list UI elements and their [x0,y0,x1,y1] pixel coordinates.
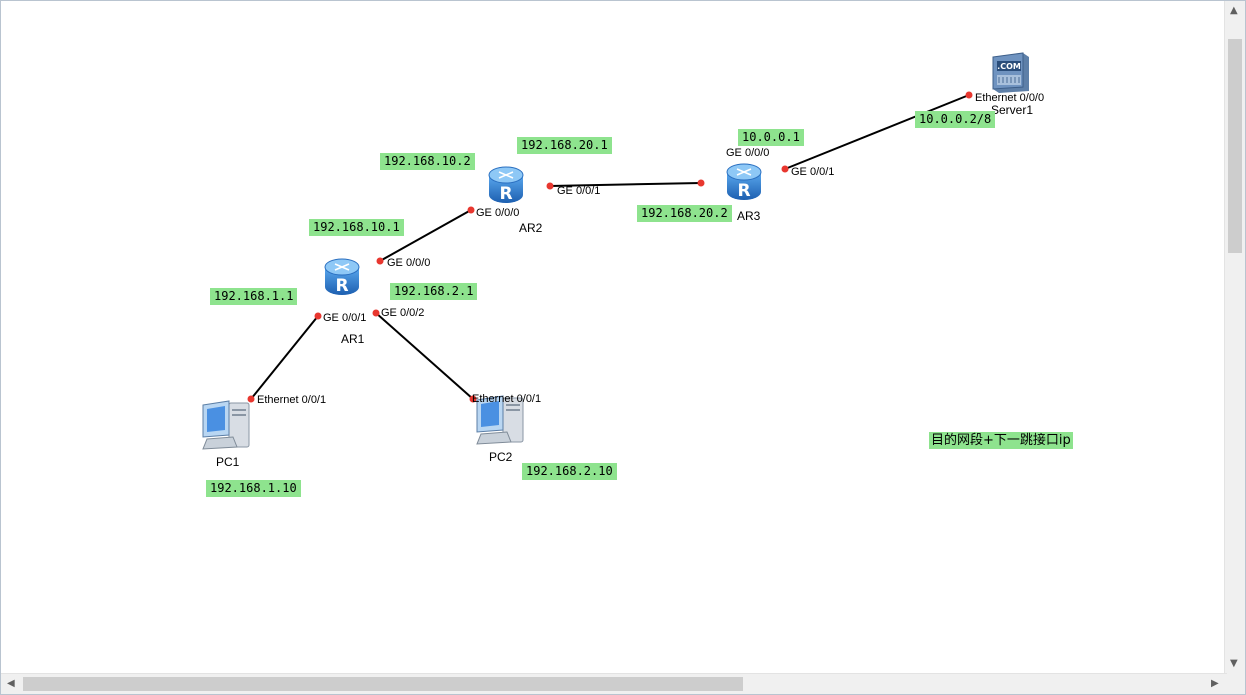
router-icon-ar3[interactable]: R [725,158,763,204]
link-ar1-pc2[interactable] [375,312,474,400]
scroll-up-arrow-icon[interactable]: ▲ [1230,5,1238,16]
scrollbar-corner [1225,674,1245,694]
pc-icon-pc1[interactable] [199,399,255,455]
horizontal-scrollbar[interactable]: ◀ ▶ [1,673,1227,694]
ip-label-ar2-ge001[interactable]: 192.168.20.1 [517,137,612,154]
horizontal-scroll-thumb[interactable] [23,677,743,691]
link-ar1-ar2[interactable] [379,209,472,262]
routing-note[interactable]: 目的网段+下一跳接口ip [929,432,1073,449]
scroll-down-arrow-icon[interactable]: ▼ [1230,658,1238,669]
ip-label-pc1[interactable]: 192.168.1.10 [206,480,301,497]
port-dot-ar3-ge001 [781,165,789,173]
port-label-pc1-eth: Ethernet 0/0/1 [257,394,327,406]
port-dot-pc2 [469,395,477,403]
router-letter: R [335,276,348,296]
port-dot-ar2-ge000 [467,206,475,214]
device-name-server1: Server1 [991,103,1034,117]
vertical-scroll-thumb[interactable] [1228,39,1242,253]
device-name-ar3: AR3 [737,209,761,223]
scroll-left-arrow-icon[interactable]: ◀ [7,678,15,689]
ip-label-ar1-ge000[interactable]: 192.168.10.1 [309,219,404,236]
server-icon-server1[interactable]: .COM [989,49,1033,95]
device-name-ar2: AR2 [519,221,543,235]
port-label-ar2-ge000: GE 0/0/0 [476,207,520,219]
port-label-ar3-ge000: GE 0/0/0 [726,147,770,159]
port-label-server1-eth: Ethernet 0/0/0 [975,92,1045,104]
ip-label-server1[interactable]: 10.0.0.2/8 [915,111,996,128]
port-label-ar1-ge002: GE 0/0/2 [381,307,425,319]
router-letter: R [737,181,750,201]
links-layer [247,91,973,403]
ip-label-ar1-ge001[interactable]: 192.168.1.1 [210,288,298,305]
port-dot-ar1-ge001 [314,312,322,320]
server-badge-text: .COM [997,62,1021,71]
router-letter: R [499,184,512,204]
router-icon-ar2[interactable]: R [487,161,525,207]
ip-label-ar3-ge001[interactable]: 192.168.20.2 [637,205,732,222]
port-dot-server1 [965,91,973,99]
port-label-pc2-eth: Ethernet 0/0/1 [472,393,542,405]
port-label-ar1-ge000: GE 0/0/0 [387,257,431,269]
port-dot-ar1-ge000 [376,257,384,265]
ip-label-ar2-ge000[interactable]: 192.168.10.2 [380,153,475,170]
port-label-ar1-ge001: GE 0/0/1 [323,312,367,324]
port-label-ar3-ge001: GE 0/0/1 [791,166,835,178]
port-dot-ar1-ge002 [372,309,380,317]
vertical-scrollbar[interactable]: ▲ ▼ [1224,1,1245,675]
port-dot-ar2-ge001 [546,182,554,190]
scroll-right-arrow-icon[interactable]: ▶ [1211,678,1219,689]
device-name-pc2: PC2 [489,450,513,464]
ip-label-ar1-ge002[interactable]: 192.168.2.1 [390,283,478,300]
topology-canvas[interactable]: R AR2 R AR1 R [7,7,1225,675]
link-ar3-server1[interactable] [784,94,970,170]
router-icon-ar1[interactable]: R [323,253,361,299]
link-ar1-pc1[interactable] [250,315,319,400]
ip-label-pc2[interactable]: 192.168.2.10 [522,463,617,480]
device-name-pc1: PC1 [216,455,240,469]
device-name-ar1: AR1 [341,332,365,346]
link-ar2-ar3[interactable] [549,182,702,187]
pc-icon-pc2[interactable] [473,394,529,450]
port-dot-ar3-ge000 [697,179,705,187]
ip-label-ar3-ge000[interactable]: 10.0.0.1 [738,129,804,146]
port-label-ar2-ge001: GE 0/0/1 [557,185,601,197]
port-dot-pc1 [247,395,255,403]
